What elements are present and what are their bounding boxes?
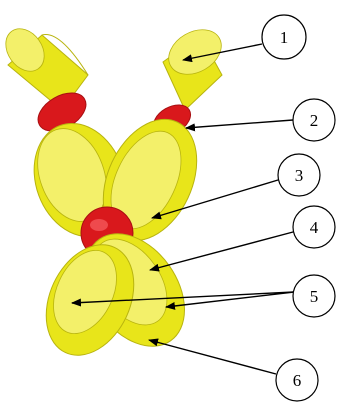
callout-3: 3: [151, 153, 321, 220]
right-upper-lobe: [102, 118, 198, 242]
callout-4: 4: [149, 205, 336, 272]
callout-label-4: 4: [310, 218, 319, 237]
callout-1: 1: [182, 14, 307, 63]
callout-label-3: 3: [295, 166, 304, 185]
callout-2: 2: [185, 98, 336, 142]
lower-left-lobe: [45, 244, 135, 356]
upper-left-cylinder: [5, 28, 89, 111]
callout-label-2: 2: [310, 111, 319, 130]
callout-5: 5: [71, 274, 336, 318]
upper-right-cylinder: [162, 29, 223, 111]
callout-label-1: 1: [280, 28, 289, 47]
callout-6: 6: [148, 338, 319, 402]
callout-label-6: 6: [293, 371, 302, 390]
callout-label-5: 5: [310, 287, 319, 306]
